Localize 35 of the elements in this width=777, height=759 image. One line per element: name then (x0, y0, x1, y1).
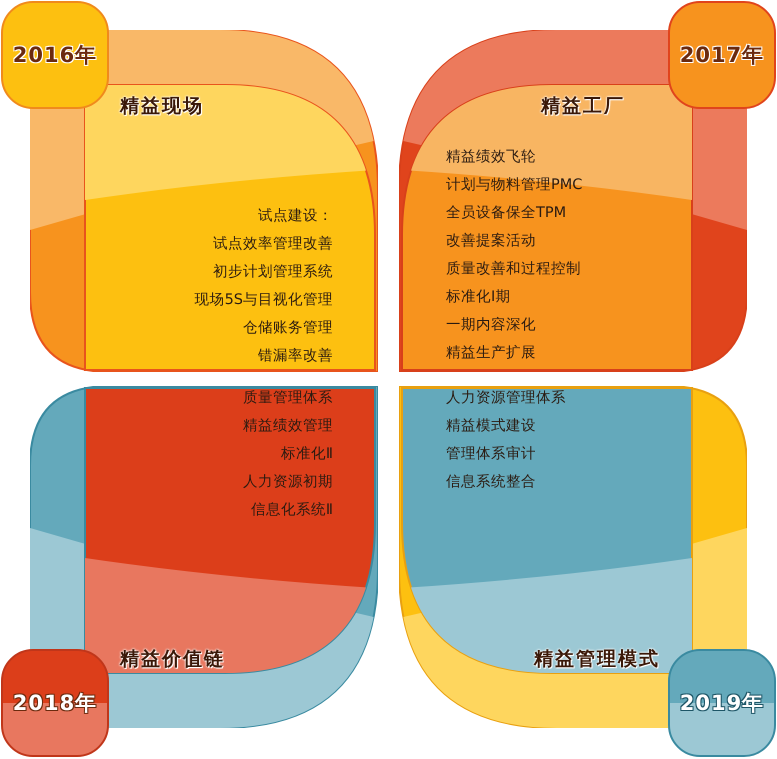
list-item: 试点建设： (258, 207, 333, 226)
stage-title: 精益管理模式 (534, 647, 660, 672)
list-item: 人力资源初期 (243, 472, 333, 492)
year-label: 2017年 (680, 42, 764, 69)
list-item: 仓储账务管理 (243, 319, 333, 338)
list-item: 改善提案活动 (446, 232, 536, 251)
list-item: 质量管理体系 (243, 389, 333, 408)
list-item: 错漏率改善 (258, 346, 333, 366)
stage-title: 精益价值链 (120, 647, 225, 672)
stage-title: 精益工厂 (541, 94, 625, 119)
year-label: 2019年 (680, 690, 764, 717)
list-item: 试点效率管理改善 (213, 234, 333, 254)
year-label: 2018年 (12, 690, 98, 717)
list-item: 精益模式建设 (446, 417, 536, 436)
year-badge (668, 1, 776, 109)
list-item: 人力资源管理体系 (446, 389, 566, 408)
list-item: 精益生产扩展 (446, 344, 536, 363)
year-badge (1, 649, 109, 757)
year-label: 2016年 (12, 42, 98, 69)
list-item: 计划与物料管理PMC (446, 176, 582, 195)
stage-title: 精益现场 (120, 94, 204, 119)
list-item: 质量改善和过程控制 (446, 260, 581, 279)
list-item: 精益绩效管理 (243, 417, 333, 436)
list-item: 信息系统整合 (446, 473, 536, 492)
list-item: 一期内容深化 (446, 316, 536, 335)
list-item: 精益绩效飞轮 (446, 148, 536, 167)
year-badge (1, 1, 109, 109)
list-item: 标准化Ⅰ期 (446, 288, 510, 307)
list-item: 管理体系审计 (446, 444, 536, 464)
year-badge (668, 649, 776, 757)
list-item: 全员设备保全TPM (446, 204, 566, 223)
list-item: 信息化系统Ⅱ (250, 501, 333, 520)
list-item: 标准化Ⅱ (280, 445, 333, 464)
list-item: 初步计划管理系统 (213, 262, 333, 282)
list-item: 现场5S与目视化管理 (194, 291, 333, 310)
